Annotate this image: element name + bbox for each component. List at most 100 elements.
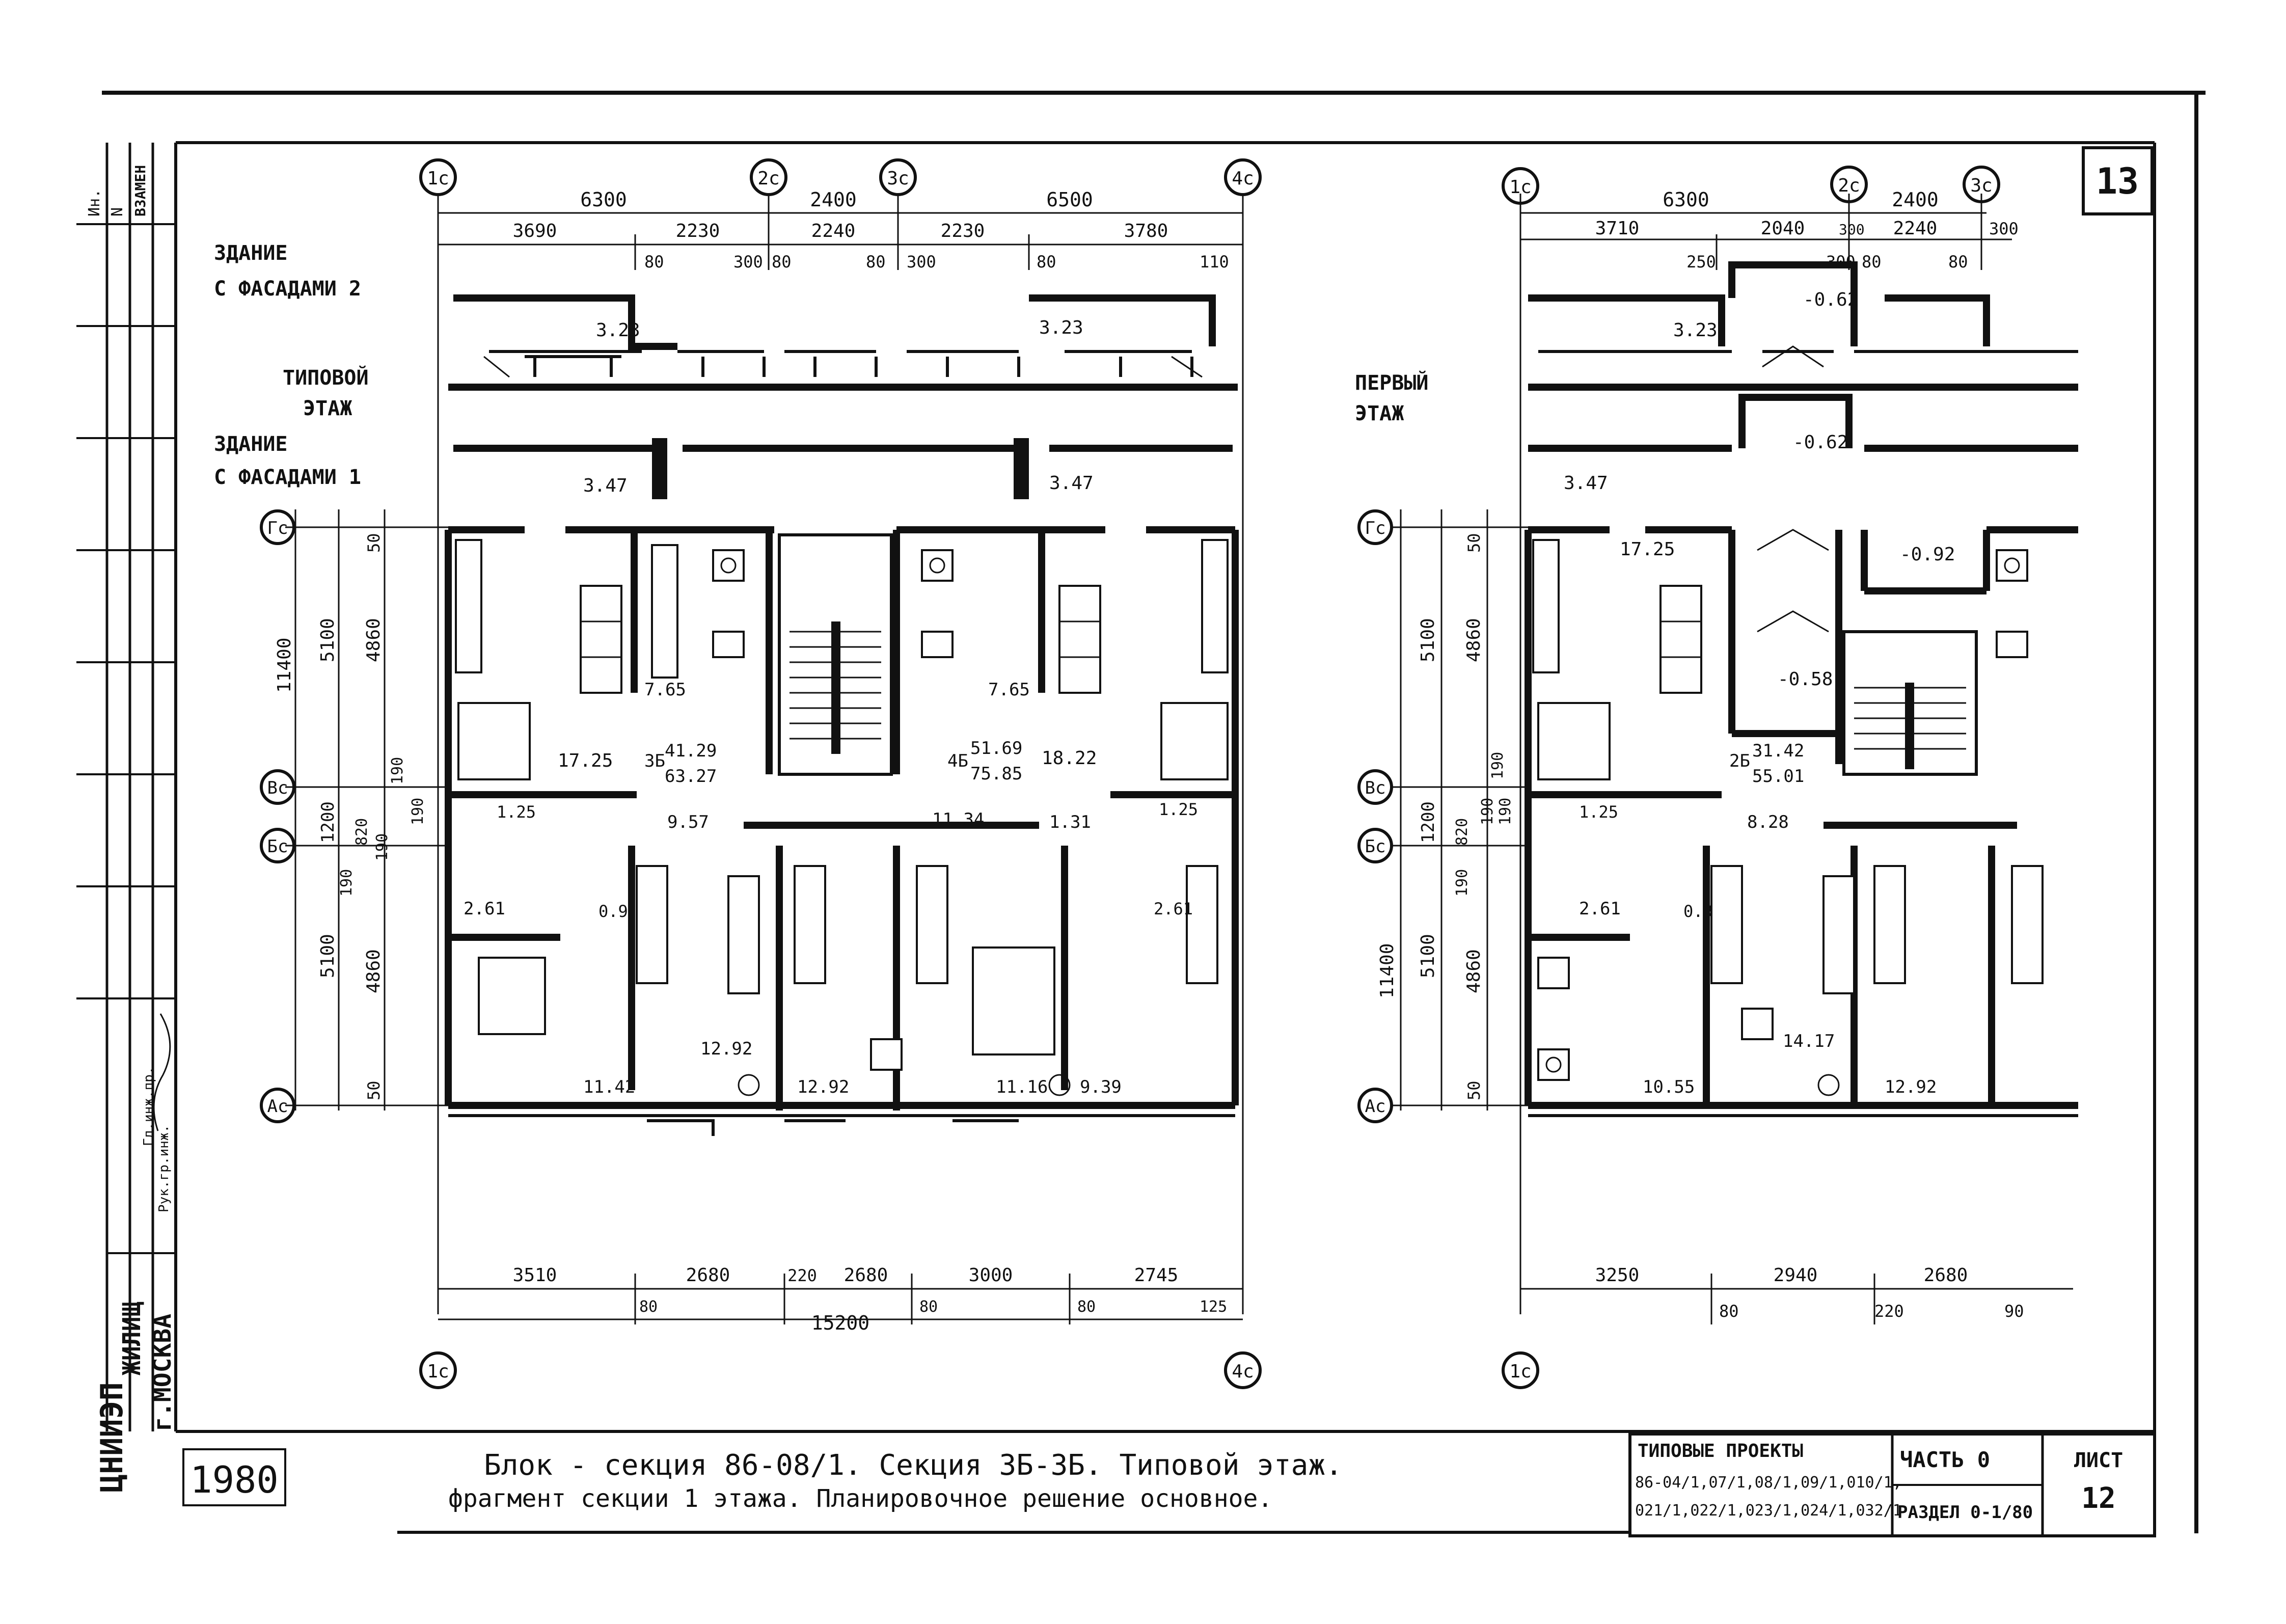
projects-head: ТИПОВЫЕ ПРОЕКТЫ [1638, 1441, 1803, 1461]
dim-top-sub: 2040 [1761, 218, 1805, 239]
area-label: 63.27 [665, 766, 717, 787]
facade-fragment-right [1528, 261, 2078, 391]
dim-top-small-3: 80 [772, 252, 792, 272]
area-label: 3.47 [1049, 473, 1094, 494]
projects-line-2: 021/1,022/1,023/1,024/1,032/1 [1635, 1502, 1902, 1520]
dim-top-sub: 3710 [1595, 218, 1640, 239]
dim-top-sub: 300 [1839, 221, 1865, 238]
title-line-2: фрагмент секции 1 этажа. Планировочное р… [448, 1484, 1272, 1513]
svg-text:Вс: Вс [267, 778, 288, 798]
area-label: 17.25 [1620, 539, 1675, 560]
label-first-b: ЭТАЖ [1355, 402, 1404, 425]
bottom-dim: 3000 [969, 1265, 1013, 1286]
side-dim: 4860 [1463, 618, 1484, 662]
side-dim: 5100 [317, 618, 338, 662]
svg-text:Гс: Гс [1365, 518, 1386, 538]
bottom-dims-right: 3250 2940 2680 80 220 90 [1520, 1265, 2073, 1324]
axis-bubble: Гс [1357, 509, 1393, 545]
side-dim: 4860 [1463, 949, 1484, 993]
axis-bubble: 2с [750, 158, 787, 196]
label-building1b: С ФАСАДАМИ 1 [214, 466, 361, 489]
dim-top-small-4: 80 [866, 252, 886, 272]
bottom-dim: 3510 [513, 1265, 557, 1286]
side-dim: 11400 [274, 638, 295, 693]
svg-text:1с: 1с [1509, 177, 1531, 198]
dim-top-small: 250 [1686, 252, 1716, 272]
svg-text:Гс: Гс [267, 518, 288, 538]
area-label: 55.01 [1752, 766, 1804, 787]
area-label: 51.69 [970, 738, 1022, 759]
title-line-1: Блок - секция 86-08/1. Секция 3Б-3Б. Тип… [484, 1449, 1343, 1482]
side-dim: 5100 [1418, 618, 1438, 662]
svg-text:1с: 1с [427, 1361, 449, 1382]
bottom-dim: 125 [1200, 1298, 1227, 1316]
bottom-dim: 90 [2004, 1302, 2024, 1321]
dim-top-main-3: 6500 [1046, 188, 1093, 211]
area-label: 9.39 [1080, 1077, 1122, 1097]
section-label: РАЗДЕЛ 0-1/80 [1897, 1502, 2033, 1523]
dim-top-sub: 2240 [1893, 218, 1938, 239]
year: 1980 [190, 1458, 278, 1501]
axis-bubble: 4с [1224, 158, 1262, 196]
area-label: 0.9 [598, 902, 628, 921]
label-building1: ЗДАНИЕ [214, 432, 288, 456]
side-dim: 190 [1479, 798, 1496, 825]
dim-top-sub-2: 2230 [676, 221, 720, 241]
area-label: 11.34 [932, 809, 984, 830]
dim-top-small-6: 80 [1037, 252, 1056, 272]
area-label: 18.22 [1042, 748, 1097, 769]
dim-top-sub-3: 2240 [811, 221, 856, 241]
svg-text:4с: 4с [1232, 1361, 1254, 1382]
area-label: 3.23 [1673, 320, 1718, 341]
area-label: 1.25 [497, 802, 536, 822]
svg-text:Вс: Вс [1365, 778, 1386, 798]
sheet-number-box: 13 [2082, 146, 2154, 215]
svg-text:2с: 2с [1838, 175, 1860, 196]
svg-text:Бс: Бс [1365, 836, 1386, 857]
furniture-left [455, 539, 1229, 1096]
svg-text:1с: 1с [1509, 1361, 1531, 1382]
area-label: 3.47 [1564, 473, 1608, 494]
side-dim: 4860 [363, 618, 384, 662]
bottom-dim-total: 15200 [811, 1312, 869, 1334]
dim-top-small: 80 [1862, 252, 1882, 272]
axis-bubble: Вс [260, 769, 295, 805]
area-labels-left: 3.23 3.23 3.47 3.47 17.25 7.65 41.29 63.… [464, 317, 1198, 1097]
area-label: 1.25 [1159, 800, 1198, 819]
sheet-no: 12 [2081, 1482, 2115, 1515]
stamp-signature-1: Рук.гр.инж. [156, 1125, 172, 1212]
area-label: 14.17 [1783, 1031, 1835, 1051]
area-label: 2.61 [1154, 899, 1193, 918]
area-label: 2.61 [1579, 899, 1621, 919]
bottom-dim: 80 [1719, 1302, 1739, 1321]
area-label: 1.25 [1579, 802, 1618, 822]
axis-bubble: 3с [879, 158, 917, 196]
axis-bubble: 1с [1502, 167, 1539, 205]
area-label: -0.92 [1900, 544, 1955, 565]
side-dim: 190 [373, 833, 391, 861]
area-label: 7.65 [988, 680, 1030, 700]
stamp-row-3: ВЗАМЕН [132, 165, 149, 216]
side-dim: 5100 [317, 934, 338, 978]
dim-top-small-1: 80 [644, 252, 664, 272]
area-label: 10.55 [1643, 1077, 1695, 1097]
label-building2b: С ФАСАДАМИ 2 [214, 277, 361, 301]
dim-top-main: 6300 [1663, 188, 1709, 211]
stamp-org-city: г.МОСКВА [148, 1314, 177, 1431]
bottom-dim: 80 [639, 1298, 658, 1316]
bottom-dim: 2680 [1924, 1265, 1968, 1286]
side-dim: 820 [353, 818, 371, 846]
axis-bubble: Гс [260, 509, 295, 545]
area-label: 12.92 [797, 1077, 849, 1097]
dim-top-main-2: 2400 [810, 188, 857, 211]
area-label: -0.58 [1778, 669, 1833, 690]
title-block: Блок - секция 86-08/1. Секция 3Б-3Б. Тип… [448, 1432, 2156, 1537]
stamp-row-2: N [108, 207, 126, 216]
label-typical: ТИПОВОЙ [283, 365, 369, 390]
side-dim: 190 [389, 757, 406, 784]
bottom-dim: 3250 [1595, 1265, 1640, 1286]
signature-mark [153, 1013, 171, 1131]
dim-top-sub-5: 3780 [1124, 221, 1168, 241]
side-dims-left: 11400 1200 5100 5100 50 4860 190 820 190… [274, 509, 448, 1111]
area-label: 3.23 [596, 320, 640, 341]
